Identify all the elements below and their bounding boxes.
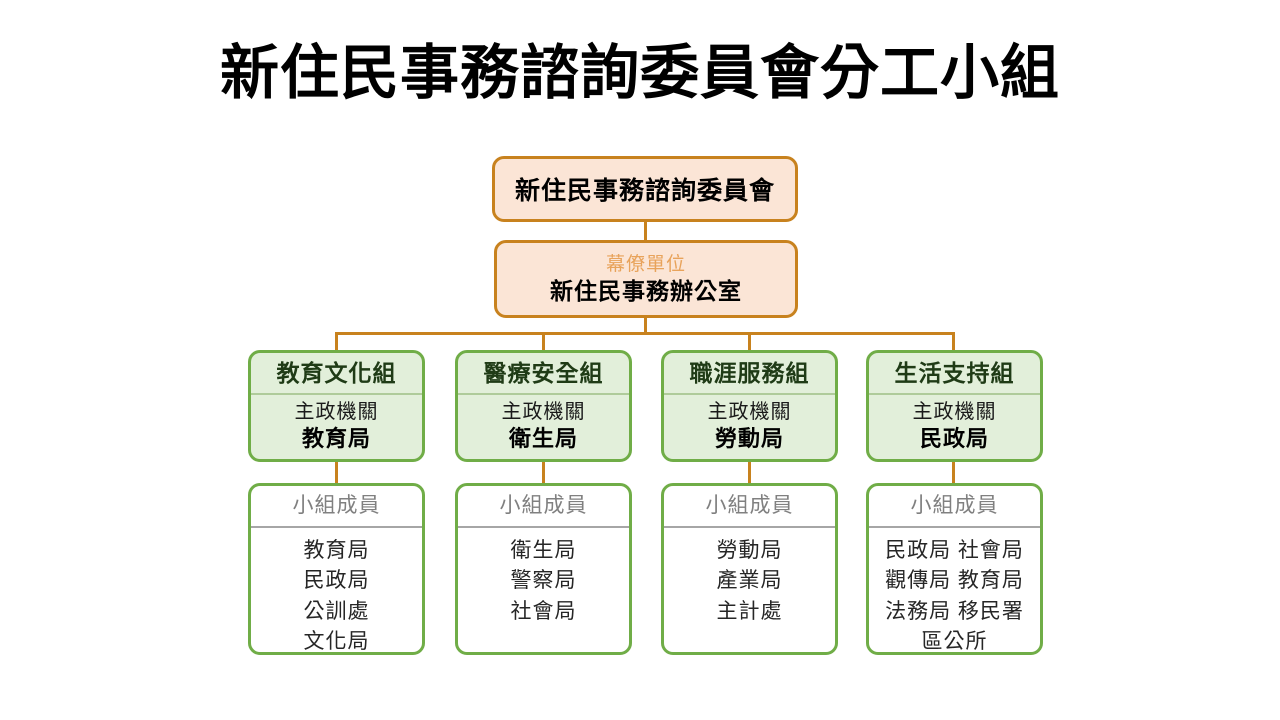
group-name-3: 生活支持組: [869, 353, 1040, 395]
connector-drop-group-3: [952, 332, 955, 350]
list-item: 民政局: [303, 569, 370, 593]
group-lead-agency-label-1: 主政機關: [501, 400, 586, 423]
list-item: 法務局 移民署: [885, 599, 1024, 623]
connector-group-3-to-members: [952, 462, 955, 483]
list-item: 民政局 社會局: [885, 539, 1024, 562]
group-name-1: 醫療安全組: [458, 353, 629, 395]
page-title: 新住民事務諮詢委員會分工小組: [219, 40, 1060, 106]
group-lead-agency-0: 教育局: [301, 425, 371, 451]
connector-drop-group-1: [542, 332, 545, 350]
node-staff-office-label: 新住民事務辦公室: [550, 277, 742, 304]
members-header-3: 小組成員: [869, 486, 1040, 528]
list-item: 教育局: [303, 539, 370, 562]
group-lead-agency-label-2: 主政機關: [707, 400, 792, 423]
connector-group-1-to-members: [542, 462, 545, 483]
group-box-0[interactable]: 教育文化組 主政機關 教育局: [248, 350, 425, 462]
members-box-1[interactable]: 小組成員 衛生局 警察局 社會局: [455, 483, 632, 655]
connector-group-0-to-members: [335, 462, 338, 483]
list-item: 區公所: [921, 630, 988, 654]
list-item: 公訓處: [303, 599, 370, 623]
list-item: 產業局: [716, 569, 783, 593]
group-box-3[interactable]: 生活支持組 主政機關 民政局: [866, 350, 1043, 462]
members-header-2: 小組成員: [664, 486, 835, 528]
node-staff-office[interactable]: 幕僚單位 新住民事務辦公室: [494, 240, 798, 318]
members-header-1: 小組成員: [458, 486, 629, 528]
node-advisory-committee[interactable]: 新住民事務諮詢委員會: [492, 156, 798, 222]
group-lead-agency-1: 衛生局: [508, 425, 578, 451]
members-box-0[interactable]: 小組成員 教育局 民政局 公訓處 文化局: [248, 483, 425, 655]
group-lead-agency-label-3: 主政機關: [912, 400, 997, 423]
members-list-2: 勞動局 產業局 主計處: [664, 528, 835, 652]
connector-horizontal-bus: [335, 332, 955, 335]
members-list-1: 衛生局 警察局 社會局: [458, 528, 629, 652]
node-advisory-committee-label: 新住民事務諮詢委員會: [514, 177, 775, 205]
list-item: 主計處: [716, 599, 783, 623]
group-box-2[interactable]: 職涯服務組 主政機關 勞動局: [661, 350, 838, 462]
list-item: 勞動局: [716, 539, 783, 562]
list-item: 觀傳局 教育局: [885, 569, 1024, 593]
list-item: 社會局: [510, 599, 577, 623]
list-item: 衛生局: [510, 539, 577, 562]
members-list-3: 民政局 社會局 觀傳局 教育局 法務局 移民署 區公所: [869, 528, 1040, 654]
members-box-3[interactable]: 小組成員 民政局 社會局 觀傳局 教育局 法務局 移民署 區公所: [866, 483, 1043, 655]
members-list-0: 教育局 民政局 公訓處 文化局: [251, 528, 422, 654]
group-lead-agency-3: 民政局: [919, 425, 989, 451]
connector-group-2-to-members: [748, 462, 751, 483]
list-item: 警察局: [510, 569, 577, 593]
group-box-1[interactable]: 醫療安全組 主政機關 衛生局: [455, 350, 632, 462]
group-lead-agency-2: 勞動局: [714, 425, 784, 451]
node-staff-office-kicker: 幕僚單位: [605, 254, 686, 276]
members-box-2[interactable]: 小組成員 勞動局 產業局 主計處: [661, 483, 838, 655]
group-name-2: 職涯服務組: [664, 353, 835, 395]
connector-drop-group-2: [748, 332, 751, 350]
connector-staff-stem: [644, 318, 647, 334]
members-header-0: 小組成員: [251, 486, 422, 528]
group-name-0: 教育文化組: [251, 353, 422, 395]
group-lead-agency-label-0: 主政機關: [294, 400, 379, 423]
connector-top-to-staff: [644, 222, 647, 240]
list-item: 文化局: [303, 630, 370, 654]
connector-drop-group-0: [335, 332, 338, 350]
